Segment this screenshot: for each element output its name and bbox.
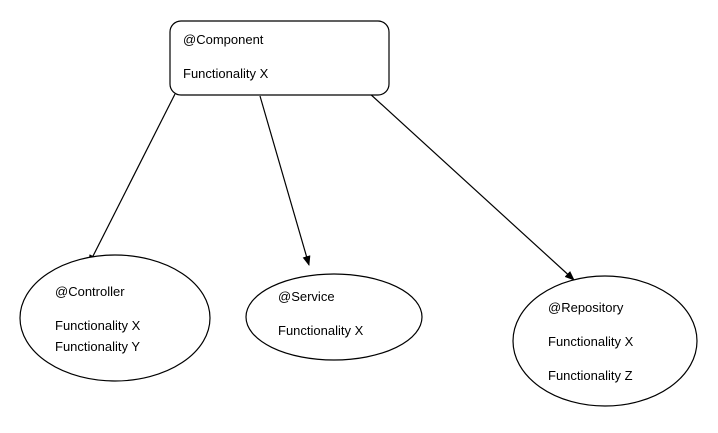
repository-node: @Repository Functionality X Functionalit… bbox=[512, 275, 698, 407]
edge-component-repository bbox=[367, 91, 575, 281]
controller-title: @Controller bbox=[55, 284, 125, 299]
component-title: @Component bbox=[183, 32, 264, 47]
component-line-1: Functionality X bbox=[183, 66, 269, 81]
service-node: @Service Functionality X bbox=[245, 273, 423, 361]
repository-line-2: Functionality Z bbox=[548, 368, 633, 383]
component-box bbox=[169, 20, 390, 96]
controller-line-1: Functionality X bbox=[55, 318, 141, 333]
repository-ellipse bbox=[512, 275, 698, 407]
repository-line-1: Functionality X bbox=[548, 334, 634, 349]
controller-ellipse bbox=[19, 254, 211, 382]
repository-title: @Repository bbox=[548, 300, 624, 315]
service-line-1: Functionality X bbox=[278, 323, 364, 338]
controller-node: @Controller Functionality X Functionalit… bbox=[19, 254, 211, 382]
service-title: @Service bbox=[278, 289, 335, 304]
component-node: @Component Functionality X bbox=[169, 20, 390, 96]
edge-component-service bbox=[259, 95, 311, 266]
service-ellipse bbox=[245, 273, 423, 361]
controller-line-2: Functionality Y bbox=[55, 339, 140, 354]
edge-component-controller bbox=[88, 93, 176, 265]
